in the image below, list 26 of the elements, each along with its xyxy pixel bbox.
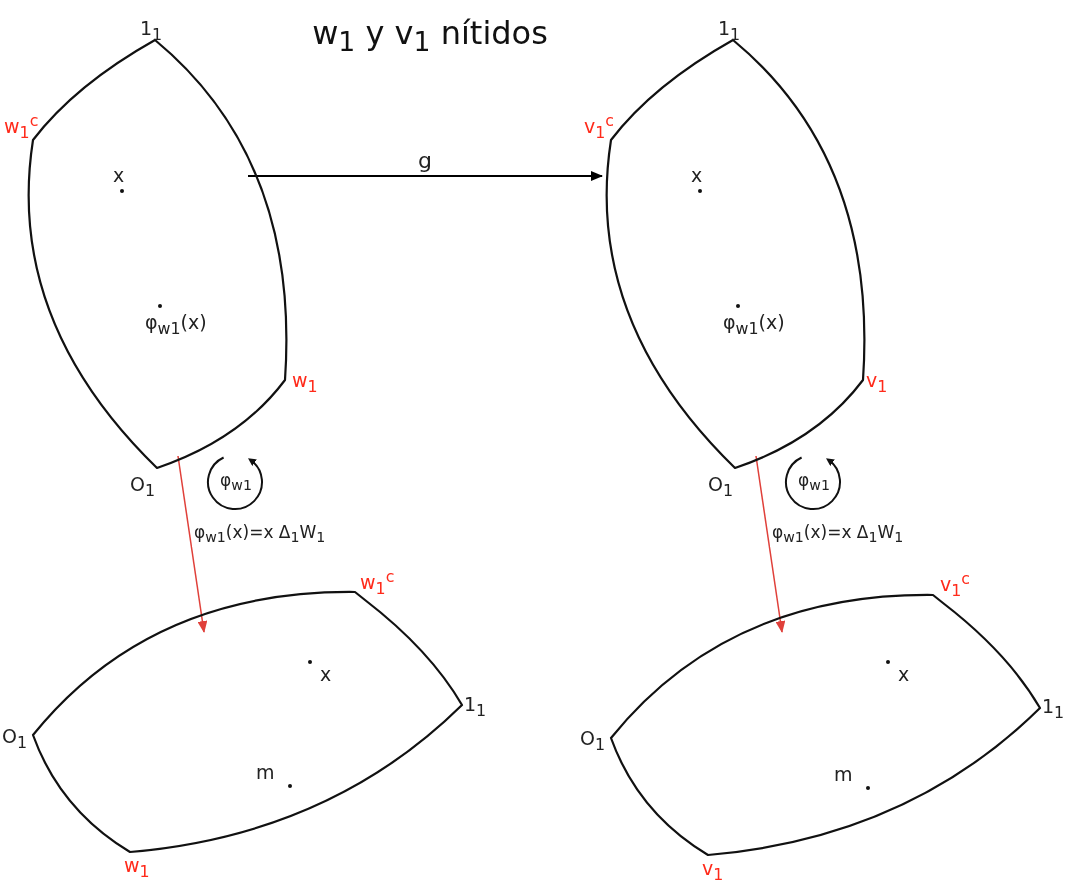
arrow [177, 455, 208, 633]
math-label: x [898, 664, 910, 685]
arrow [247, 171, 603, 181]
vertex-label: 1$_{1}$ [140, 18, 163, 44]
math-label: x [113, 165, 125, 186]
vertex-label: w$_{1}$ [124, 855, 150, 881]
vertex-label: w$_{1}$ [292, 370, 318, 396]
arrow [755, 455, 786, 633]
vertex-label: 1$_{1}$ [1042, 696, 1065, 722]
vertex-label: v$_{1}$ [866, 370, 888, 396]
vertex-label: 1$_{1}$ [718, 18, 741, 44]
math-label: φ$_{w1}$(x) [145, 312, 207, 338]
math-label: φ$_{w1}$ [798, 471, 830, 494]
math-label: x [320, 664, 332, 685]
vertex-label: O$_{1}$ [580, 728, 606, 754]
math-label: φ$_{w1}$(x) [723, 312, 785, 338]
vertex-label: 1$_{1}$ [464, 694, 487, 720]
math-label: m [256, 762, 275, 783]
vertex-label: O$_{1}$ [2, 726, 28, 752]
math-label: x [691, 165, 703, 186]
vertex-label: v$_{1}$ [702, 858, 724, 884]
vertex-label: O$_{1}$ [708, 474, 734, 500]
math-label: m [834, 764, 853, 785]
math-label: φ$_{w1}$ [220, 471, 252, 494]
title: w$_{1}$ y v$_{1}$ nítidos [312, 16, 548, 57]
vertex-label: O$_{1}$ [130, 474, 156, 500]
